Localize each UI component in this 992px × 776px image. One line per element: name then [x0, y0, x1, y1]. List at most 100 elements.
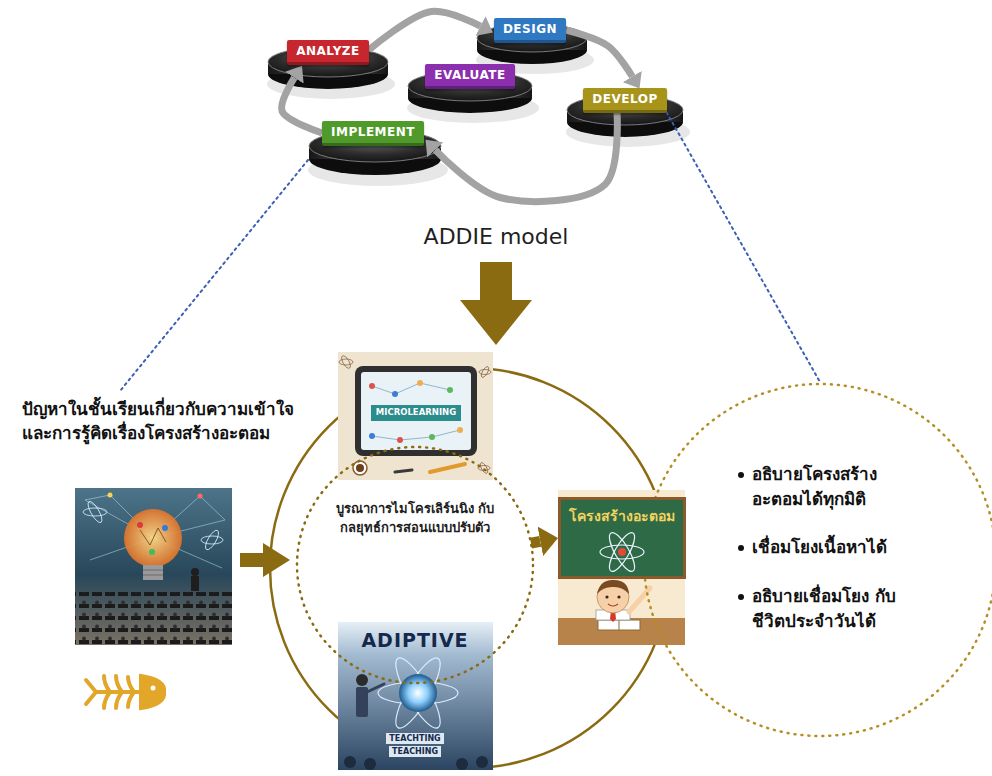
microlearning-picture	[480, 366, 490, 379]
microlearning-picture	[369, 383, 375, 389]
adaptive-picture	[344, 756, 356, 768]
stage-tag: ANALYZE	[287, 40, 368, 65]
atom-sketch	[592, 530, 652, 574]
fishbone-icon	[128, 677, 134, 692]
stage-name: ANALYZE	[296, 44, 359, 58]
label-box: MICROLEARNING	[371, 405, 461, 421]
microlearning-picture	[395, 470, 412, 472]
picture-text: TEACHING	[389, 746, 441, 757]
microlearning-picture	[420, 383, 450, 390]
microlearning-picture	[430, 464, 465, 472]
microlearning-picture	[397, 437, 403, 443]
picture-text: MICROLEARNING	[371, 405, 461, 421]
stage-name: EVALUATE	[434, 68, 505, 82]
label-box: ปัญหาในชั้นเรียนเกี่ยวกับความเข้าใจ และก…	[22, 398, 302, 446]
adaptive-picture	[338, 622, 493, 770]
model-caption: ADDIE model	[424, 222, 569, 253]
classroom-picture	[143, 565, 163, 580]
classroom-picture	[75, 592, 232, 645]
classroom-picture	[75, 488, 232, 645]
classroom-picture	[143, 575, 163, 576]
bullet-dot	[738, 545, 744, 551]
microlearning-picture	[340, 354, 352, 369]
student-picture	[597, 580, 629, 594]
adaptive-picture	[399, 674, 437, 712]
cycle-arrow	[566, 30, 632, 77]
classroom-picture	[191, 576, 199, 591]
bullet-dot	[738, 594, 744, 600]
student-picture	[558, 490, 685, 645]
classroom-picture	[85, 495, 110, 500]
microlearning-picture	[353, 461, 367, 475]
bullet-row: อธิบายเชื่อมโยง กับชีวิตประจำวันได้	[738, 584, 905, 633]
classroom-picture	[108, 493, 113, 498]
adaptive-picture	[388, 653, 447, 733]
fishbone-icon	[141, 676, 164, 708]
chalkboard: โครงสร้างอะตอม	[558, 497, 686, 579]
fishbone-icon	[86, 680, 96, 704]
stage-tag: DESIGN	[494, 18, 566, 43]
microlearning-picture	[417, 380, 423, 386]
classroom-picture	[198, 494, 203, 499]
stage-name: IMPLEMENT	[331, 125, 415, 139]
outcome-text: เชื่อมโยงเนื้อหาได้	[752, 535, 895, 560]
atom-sketch	[600, 545, 644, 559]
atom-sketch	[618, 548, 626, 556]
classroom-picture	[200, 496, 225, 520]
bullet-row: อธิบายโครงสร้าง อะตอมได้ทุกมิติ	[738, 462, 905, 511]
circle-outline	[297, 447, 533, 683]
fishbone-icon	[116, 676, 122, 692]
stage-tag: EVALUATE	[425, 64, 514, 89]
cycle-arrow	[369, 11, 481, 50]
stage-tag: DEVELOP	[583, 88, 666, 113]
atom-sketch	[605, 530, 639, 574]
classroom-picture	[149, 549, 155, 555]
student-picture	[558, 618, 685, 645]
microlearning-picture	[395, 383, 420, 394]
classroom-picture	[83, 508, 107, 516]
classroom-picture	[137, 522, 143, 528]
outcome-text: อธิบายเชื่อมโยง กับชีวิตประจำวันได้	[752, 584, 905, 633]
label-box: ADDIE model	[424, 222, 569, 253]
outcome-text: อธิบายโครงสร้าง อะตอมได้ทุกมิติ	[752, 462, 885, 511]
board-title: โครงสร้างอะตอม	[569, 505, 675, 527]
classroom-picture	[143, 570, 163, 571]
microlearning-picture	[361, 372, 471, 450]
microlearning-picture	[338, 352, 493, 480]
circle-outline	[644, 384, 992, 736]
adaptive-picture	[338, 622, 493, 770]
classroom-picture	[75, 488, 232, 645]
microlearning-picture	[479, 462, 489, 475]
picture-text: TEACHTING	[386, 733, 443, 744]
student-picture	[558, 490, 685, 645]
microlearning-picture	[447, 387, 453, 393]
circle-outline	[642, 382, 992, 738]
microlearning-picture	[429, 434, 435, 440]
fishbone-icon	[86, 676, 164, 708]
bullet-dot	[738, 472, 744, 478]
adaptive-picture	[388, 653, 447, 733]
stage-tag: IMPLEMENT	[322, 121, 424, 146]
microlearning-picture	[372, 386, 395, 394]
microlearning-picture	[356, 464, 364, 472]
student-picture	[608, 604, 618, 606]
strategy-text: บูรณาการไมโครเลิร์นนิง กับกลยุทธ์การสอนแ…	[328, 500, 502, 538]
microlearning-picture	[400, 437, 432, 440]
flow-arrow	[240, 543, 290, 577]
adaptive-picture	[476, 756, 488, 768]
adaptive-picture	[364, 758, 376, 770]
classroom-picture	[140, 528, 166, 545]
classroom-picture	[201, 536, 223, 544]
label-box: TEACHTING	[386, 733, 443, 744]
microlearning-picture	[338, 352, 493, 480]
problem-text: ปัญหาในชั้นเรียนเกี่ยวกับความเข้าใจ และก…	[22, 398, 302, 446]
student-picture	[619, 620, 620, 630]
microlearning-picture	[372, 436, 400, 440]
text-group: บูรณาการไมโครเลิร์นนิง กับกลยุทธ์การสอนแ…	[328, 500, 502, 538]
guide-line	[120, 160, 308, 391]
microlearning-picture	[457, 427, 463, 433]
